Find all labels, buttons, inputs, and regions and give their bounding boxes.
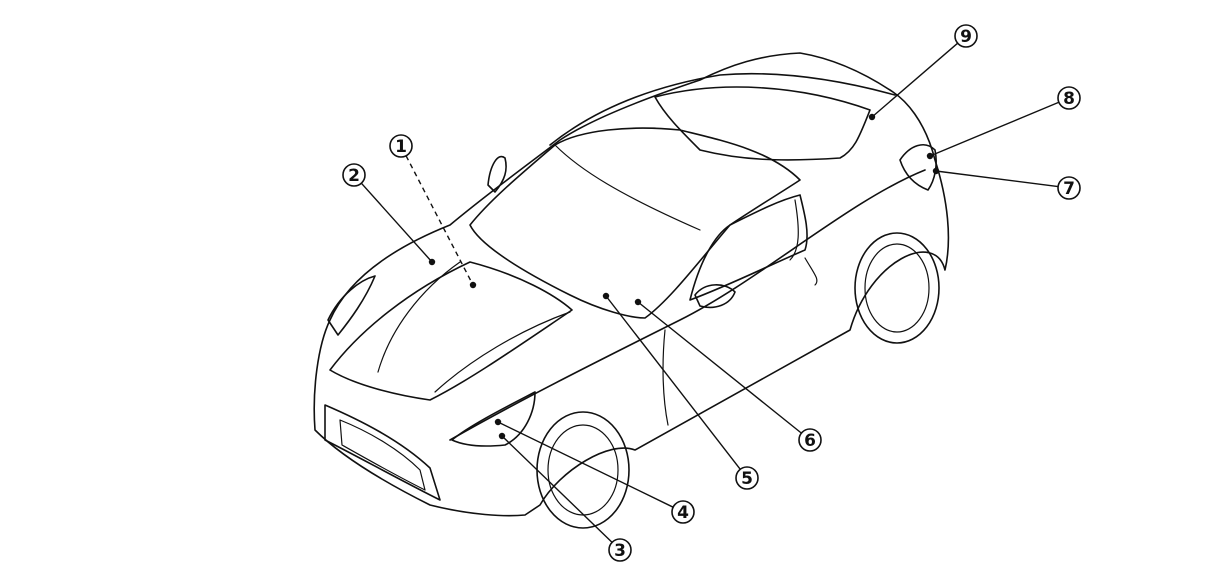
car-illustration: [313, 52, 950, 529]
callout-number-6: 6: [804, 431, 816, 451]
hood-outline: [329, 261, 573, 401]
front-wheel-inner: [547, 424, 619, 516]
callout-number-1: 1: [395, 137, 407, 157]
belt-line: [449, 169, 926, 441]
car-body-outline: [313, 52, 950, 517]
front-grille-inner: [339, 419, 426, 491]
callout-1: 1: [389, 134, 477, 289]
windshield-inner: [554, 144, 701, 231]
leader-line-7: [935, 170, 1059, 188]
callout-7: 7: [932, 167, 1081, 200]
callout-2: 2: [342, 163, 436, 266]
windshield: [469, 127, 801, 319]
location-dot-9: [868, 113, 876, 121]
roof-line: [549, 72, 896, 146]
callout-9: 9: [868, 24, 978, 121]
callout-8: 8: [926, 86, 1081, 160]
leader-line-8: [929, 101, 1060, 157]
location-dot-5: [602, 292, 610, 300]
rear-window: [654, 86, 871, 161]
location-dot-4: [494, 418, 502, 426]
location-dot-8: [926, 152, 934, 160]
left-headlight: [327, 275, 376, 336]
callout-circle-7: [1057, 176, 1081, 200]
callout-number-2: 2: [348, 166, 360, 186]
callout-layer: 1 2 3 4 5 6 7 8 9: [342, 24, 1081, 562]
right-mirror: [694, 284, 736, 309]
rear-fender: [804, 257, 818, 286]
callout-number-9: 9: [960, 27, 972, 47]
location-dot-2: [428, 258, 436, 266]
leader-line-5: [605, 295, 741, 470]
leader-line-6: [637, 301, 802, 434]
callout-circle-6: [798, 428, 822, 452]
leader-line-1: [405, 155, 474, 286]
b-pillar: [789, 199, 799, 261]
callout-3: 3: [498, 432, 632, 562]
callout-number-7: 7: [1063, 179, 1075, 199]
side-window: [689, 194, 808, 301]
leader-line-2: [360, 182, 433, 263]
rear-wheel-inner: [864, 243, 930, 333]
location-dot-7: [932, 167, 940, 175]
callout-circle-2: [342, 163, 366, 187]
leader-line-9: [871, 42, 959, 118]
callout-number-8: 8: [1063, 89, 1075, 109]
leader-line-3: [501, 435, 613, 543]
rear-wheel: [854, 232, 940, 344]
callout-circle-5: [735, 466, 759, 490]
hood-crease-left: [377, 261, 461, 373]
callout-circle-1: [389, 134, 413, 158]
callout-6: 6: [634, 298, 822, 452]
callout-number-5: 5: [741, 469, 753, 489]
door-line: [662, 329, 669, 426]
callout-4: 4: [494, 418, 695, 524]
callout-circle-9: [954, 24, 978, 48]
callout-number-3: 3: [614, 541, 626, 561]
leader-line-4: [497, 421, 674, 508]
callout-number-4: 4: [677, 503, 689, 523]
callout-5: 5: [602, 292, 759, 490]
left-mirror: [487, 155, 507, 193]
callout-circle-4: [671, 500, 695, 524]
front-grille: [324, 404, 441, 501]
location-dot-3: [498, 432, 506, 440]
callout-circle-3: [608, 538, 632, 562]
location-dot-6: [634, 298, 642, 306]
front-wheel: [536, 411, 630, 529]
tail-light: [899, 144, 937, 191]
hood-crease-right: [434, 311, 571, 393]
callout-circle-8: [1057, 86, 1081, 110]
location-dot-1: [469, 281, 477, 289]
right-headlight: [451, 391, 536, 447]
